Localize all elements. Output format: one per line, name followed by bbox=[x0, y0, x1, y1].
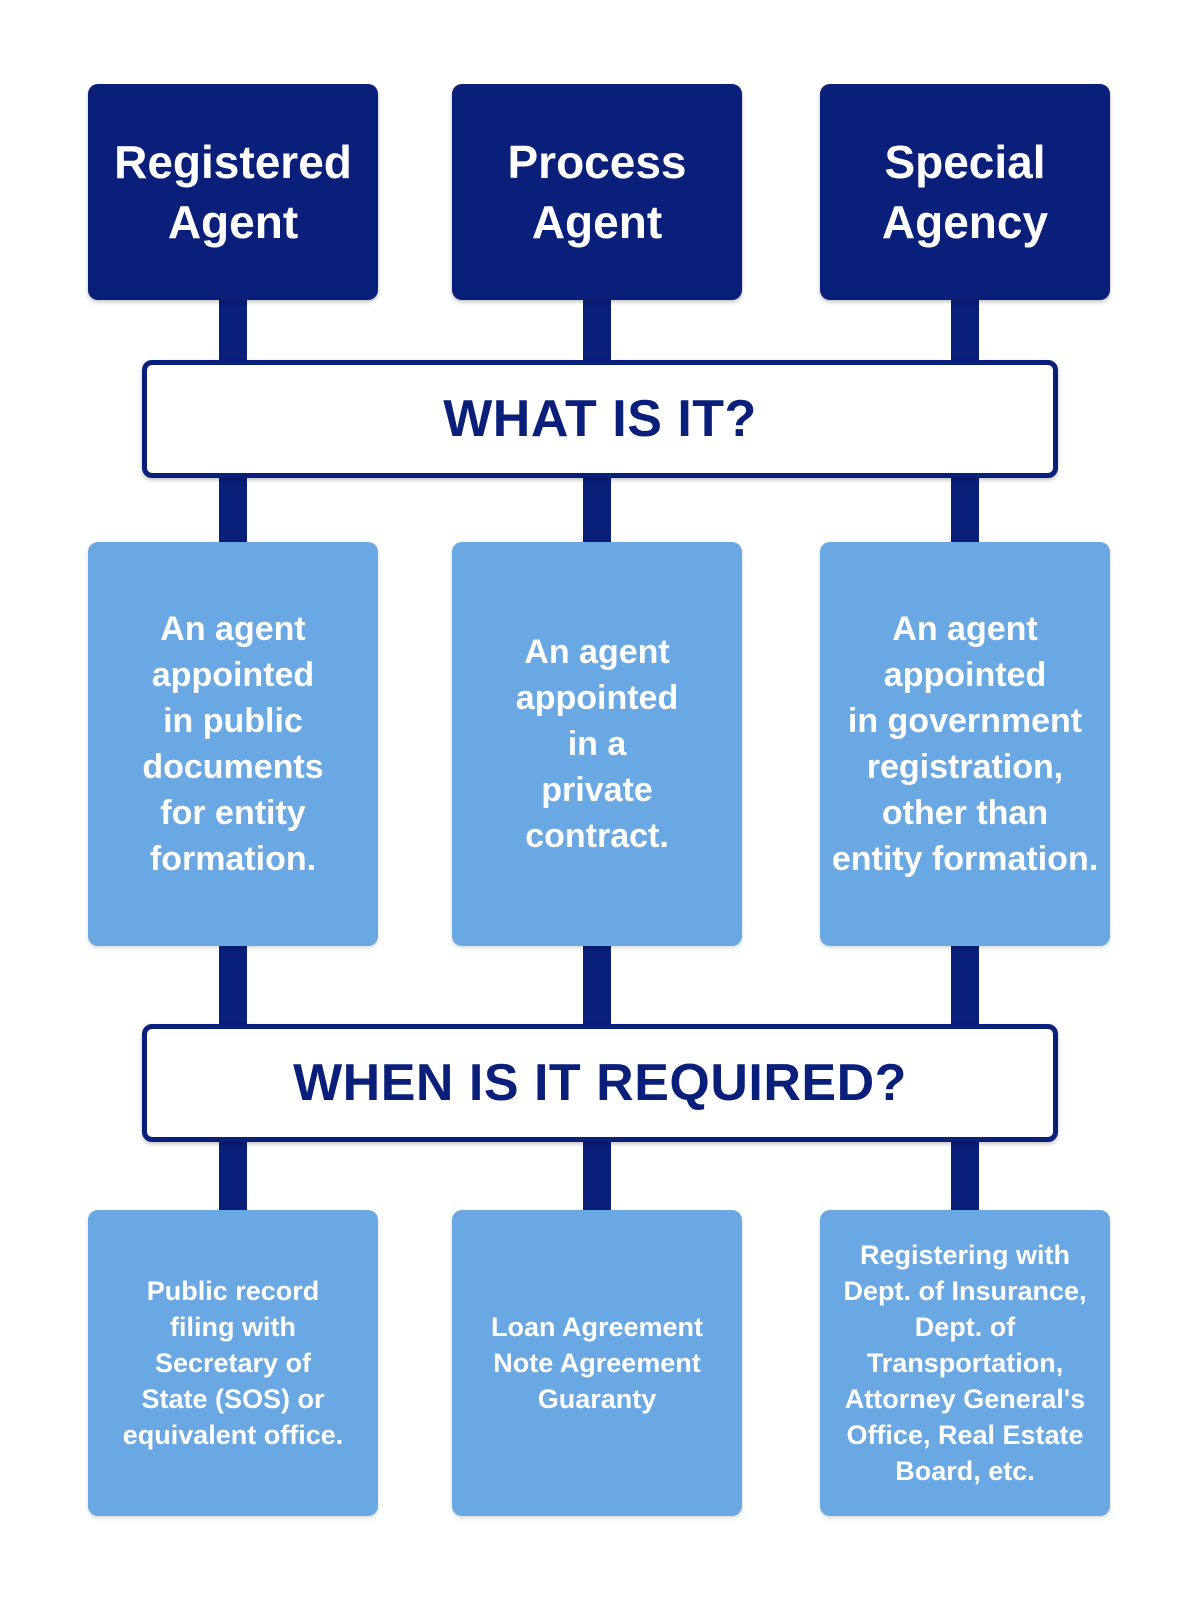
connector-col1-lower bbox=[219, 944, 247, 1026]
connector-col2-bottom bbox=[583, 1140, 611, 1212]
connector-col1-top bbox=[219, 300, 247, 360]
connector-col2-mid bbox=[583, 478, 611, 544]
requirement-process-agent-text: Loan Agreement Note Agreement Guaranty bbox=[490, 1312, 704, 1414]
what-is-it-bar: WHAT IS IT? bbox=[142, 360, 1058, 478]
requirement-registered-agent: Public record filing with Secretary of S… bbox=[88, 1210, 378, 1516]
connector-col3-lower bbox=[951, 944, 979, 1026]
connector-col3-mid bbox=[951, 478, 979, 544]
header-process-agent-label: Process Agent bbox=[507, 136, 687, 248]
requirement-special-agency: Registering with Dept. of Insurance, Dep… bbox=[820, 1210, 1110, 1516]
description-special-agency: An agent appointed in government registr… bbox=[820, 542, 1110, 946]
connector-col1-bottom bbox=[219, 1140, 247, 1212]
header-registered-agent-label: Registered Agent bbox=[114, 136, 352, 248]
header-registered-agent: Registered Agent bbox=[88, 84, 378, 300]
connector-col2-lower bbox=[583, 944, 611, 1026]
description-process-agent: An agent appointed in a private contract… bbox=[452, 542, 742, 946]
description-special-agency-text: An agent appointed in government registr… bbox=[831, 610, 1099, 878]
requirement-registered-agent-text: Public record filing with Secretary of S… bbox=[122, 1276, 344, 1450]
description-registered-agent: An agent appointed in public documents f… bbox=[88, 542, 378, 946]
connector-col2-top bbox=[583, 300, 611, 360]
connector-col3-bottom bbox=[951, 1140, 979, 1212]
requirement-process-agent: Loan Agreement Note Agreement Guaranty bbox=[452, 1210, 742, 1516]
requirement-special-agency-text: Registering with Dept. of Insurance, Dep… bbox=[843, 1240, 1087, 1486]
connector-col3-top bbox=[951, 300, 979, 360]
header-special-agency: Special Agency bbox=[820, 84, 1110, 300]
header-special-agency-label: Special Agency bbox=[881, 136, 1049, 248]
what-is-it-label: WHAT IS IT? bbox=[443, 390, 757, 448]
connector-col1-mid bbox=[219, 478, 247, 544]
header-process-agent: Process Agent bbox=[452, 84, 742, 300]
when-is-it-required-bar: WHEN IS IT REQUIRED? bbox=[142, 1024, 1058, 1142]
description-registered-agent-text: An agent appointed in public documents f… bbox=[142, 610, 324, 878]
description-process-agent-text: An agent appointed in a private contract… bbox=[515, 633, 679, 855]
when-is-it-required-label: WHEN IS IT REQUIRED? bbox=[293, 1054, 907, 1112]
